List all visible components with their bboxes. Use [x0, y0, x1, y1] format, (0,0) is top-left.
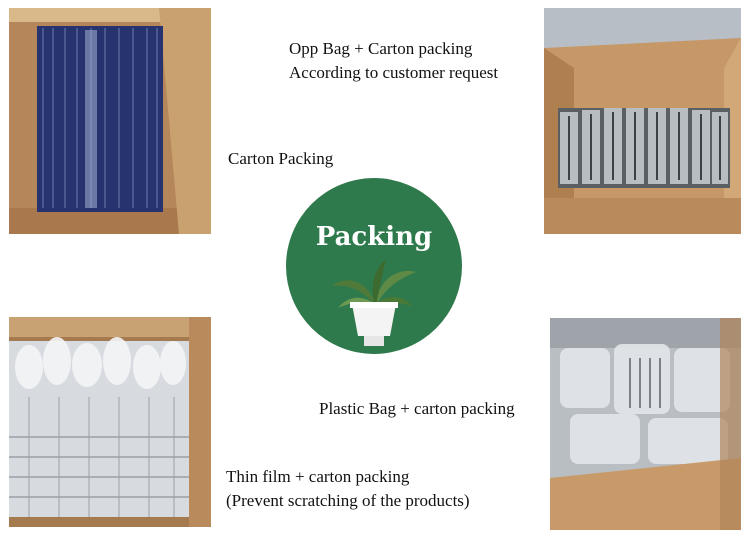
packing-logo: Packing: [286, 178, 462, 354]
caption-thin-film: Thin film + carton packing: [226, 467, 410, 486]
caption-plastic-bag: Plastic Bag + carton packing: [319, 399, 515, 418]
photo-opp-bag-carton: [544, 8, 741, 234]
caption-opp-bag: Opp Bag + Carton packing: [289, 39, 473, 58]
caption-opp-bag-note: According to customer request: [289, 63, 499, 82]
caption-carton-packing: Carton Packing: [228, 149, 334, 168]
photo-plastic-bag-carton: [550, 318, 741, 530]
photo-carton-packing: [9, 8, 211, 234]
photo-thin-film-carton: [9, 317, 211, 527]
potted-plant-icon: [332, 260, 416, 346]
caption-thin-film-note: (Prevent scratching of the products): [226, 491, 470, 510]
logo-title: Packing: [315, 222, 433, 252]
